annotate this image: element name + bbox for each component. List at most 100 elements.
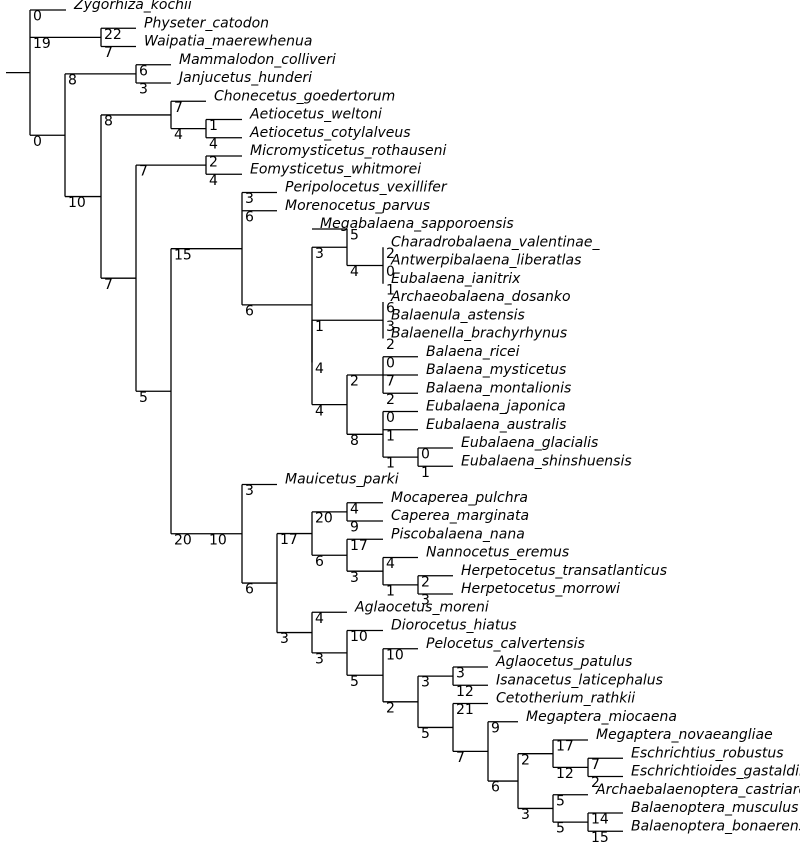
taxon-label: Eubalaena_glacialis — [461, 435, 598, 451]
taxon-label: Mocaperea_pulchra — [391, 490, 528, 506]
taxon-label: Eubalaena_shinshuensis — [461, 453, 632, 469]
taxon-label: Aglaocetus_patulus — [495, 654, 632, 670]
branch-support-label: 17 — [350, 538, 368, 554]
branch-support-label: 2 — [591, 775, 600, 791]
taxon-label: Balaenula_astensis — [391, 307, 525, 323]
branch-support-label: 7 — [104, 277, 113, 293]
taxon-label: Megaptera_novaeangliae — [596, 727, 773, 743]
branch-support-label: 6 — [386, 301, 395, 317]
branch-support-label: 1 — [386, 428, 395, 444]
branch-support-label: 19 — [33, 36, 51, 52]
branch-support-label: 4 — [350, 264, 359, 280]
branch-support-label: 21 — [456, 702, 474, 718]
taxon-label: Aglaocetus_moreni — [354, 599, 489, 615]
taxon-label: Eubalaena_australis — [426, 417, 566, 433]
branch-support-label: 7 — [139, 164, 148, 180]
branch-support-label: 7 — [591, 757, 600, 773]
taxon-label: Waipatia_maerewhenua — [144, 34, 312, 50]
branch-support-label: 3 — [280, 631, 289, 647]
taxon-label: Mammalodon_colliveri — [179, 52, 336, 68]
branch-support-label: 1 — [386, 456, 395, 472]
branch-support-label: 4 — [315, 403, 324, 419]
taxon-label: Eubalaena_ianitrix — [391, 271, 521, 287]
branch-support-label: 7 — [456, 750, 465, 766]
branch-support-label: 6 — [491, 780, 500, 796]
branch-support-label: 17 — [280, 532, 298, 548]
taxon-label: Eschrichtioides_gastaldii — [631, 764, 800, 780]
branch-support-label: 4 — [209, 173, 218, 189]
branch-support-label: 2 — [521, 752, 530, 768]
taxon-label: Eubalaena_japonica — [426, 399, 566, 415]
branch-support-label: 5 — [421, 726, 430, 742]
branch-support-label: 3 — [521, 807, 530, 823]
branch-support-label: 0 — [421, 447, 430, 463]
branch-support-label: 10 — [350, 629, 368, 645]
taxon-label: Archaebalaenoptera_castriarquati — [595, 782, 800, 798]
tree-branches — [6, 9, 623, 832]
taxon-label: Zygorhiza_kochii — [73, 0, 192, 13]
taxon-label: Archaeobalaena_dosanko — [390, 289, 571, 305]
branch-support-label: 1 — [386, 282, 395, 298]
branch-support-label: 2 — [386, 392, 395, 408]
branch-support-label: 20 — [315, 510, 333, 526]
branch-support-label: 7 — [174, 100, 183, 116]
taxon-label: Antwerpibalaena_liberatlas — [390, 253, 581, 269]
taxon-label: Balaena_ricei — [426, 344, 520, 360]
branch-support-label: 3 — [315, 651, 324, 667]
branch-support-label: 6 — [245, 303, 254, 319]
branch-support-label: 3 — [245, 191, 254, 207]
branch-support-label: 5 — [350, 674, 359, 690]
taxon-label: Diorocetus_hiatus — [391, 618, 517, 634]
branch-support-label: 6 — [315, 554, 324, 570]
branch-support-label: 3 — [350, 570, 359, 586]
taxon-label: Morenocetus_parvus — [285, 198, 430, 214]
branch-support-label: 1 — [386, 583, 395, 599]
taxon-label: Balaena_mysticetus — [426, 362, 566, 378]
branch-support-label: 3 — [421, 675, 430, 691]
branch-support-label: 0 — [386, 355, 395, 371]
branch-support-label: 8 — [350, 433, 359, 449]
taxon-label: Eschrichtius_robustus — [631, 745, 784, 761]
branch-support-label: 5 — [556, 821, 565, 837]
branch-support-label: 2 — [209, 155, 218, 171]
branch-support-label: 22 — [104, 27, 122, 43]
taxon-label: Cetotherium_rathkii — [496, 691, 635, 707]
branch-support-label: 0 — [33, 9, 42, 25]
taxon-label: Micromysticetus_rothauseni — [250, 143, 446, 159]
taxon-label: Mauicetus_parki — [285, 472, 399, 488]
branch-support-label: 0 — [386, 264, 395, 280]
taxon-label: Chonecetus_goedertorum — [214, 88, 395, 104]
branch-support-label: 10 — [209, 532, 227, 548]
branch-support-label: 10 — [386, 647, 404, 663]
branch-support-label: 1 — [209, 118, 218, 134]
branch-support-label: 4 — [209, 136, 218, 152]
branch-support-label: 3 — [315, 246, 324, 262]
branch-support-label: 8 — [68, 72, 77, 88]
taxon-label: Charadrobalaena_valentinae_ — [391, 234, 600, 250]
branch-support-label: 7 — [104, 45, 113, 61]
branch-support-label: 6 — [139, 63, 148, 79]
branch-support-label: 5 — [350, 228, 359, 244]
branch-support-label: 9 — [491, 720, 500, 736]
taxon-label: Herpetocetus_morrowi — [461, 581, 620, 597]
taxon-label: Aetiocetus_weltoni — [249, 107, 382, 123]
branch-support-label: 2 — [350, 374, 359, 390]
branch-support-label: 4 — [386, 556, 395, 572]
branch-support-label: 0 — [33, 134, 42, 150]
branch-support-label: 7 — [386, 374, 395, 390]
tree-labels: 0Zygorhiza_kochii1922Physeter_catodon7Wa… — [33, 0, 800, 846]
branch-support-label: 12 — [456, 684, 474, 700]
taxon-label: Balaenoptera_bonaerensis — [631, 818, 800, 834]
branch-support-label: 2 — [421, 574, 430, 590]
branch-support-label: 3 — [245, 483, 254, 499]
taxon-label: Peripolocetus_vexillifer — [285, 180, 448, 196]
branch-support-label: 0 — [386, 410, 395, 426]
branch-support-label: 4 — [350, 501, 359, 517]
branch-support-label: 2 — [386, 337, 395, 353]
branch-support-label: 3 — [456, 666, 465, 682]
taxon-label: Piscobalaena_nana — [391, 526, 525, 542]
taxon-label: Nannocetus_eremus — [426, 545, 569, 561]
branch-support-label: 9 — [350, 520, 359, 536]
taxon-label: Eomysticetus_whitmorei — [250, 161, 421, 177]
